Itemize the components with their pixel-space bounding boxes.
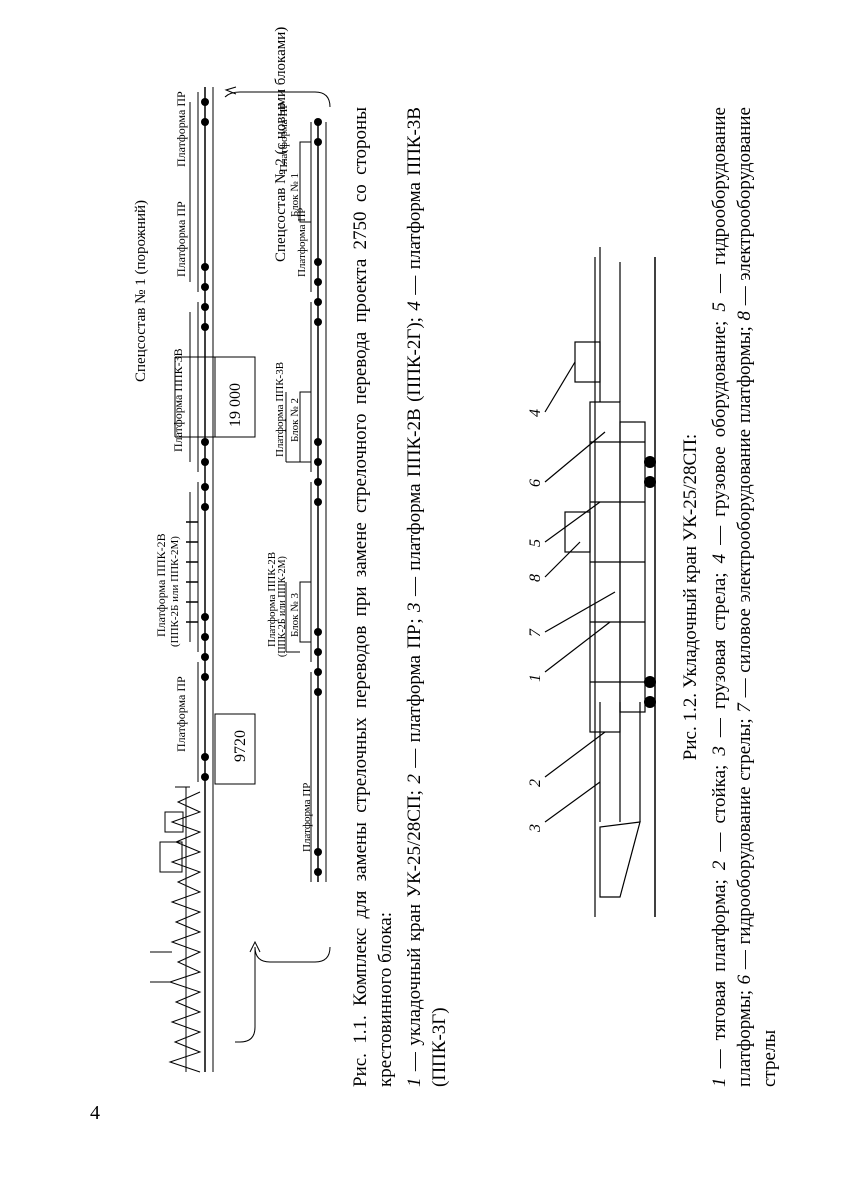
dimension-9720: 9720: [232, 730, 249, 762]
consist2-label: Спецсостав № 2 (с новыми блоками): [273, 27, 289, 262]
consist1-label: Спецсостав № 1 (порожний): [133, 200, 149, 382]
c2-label-block1: Блок № 1: [289, 173, 301, 217]
c2-label-block3: Блок № 3: [289, 593, 301, 638]
callout-1: 1: [527, 674, 544, 682]
legend1-text-1: — укладочный кран УК-25/28СП;: [404, 783, 425, 1078]
legend1-num-1: 1: [404, 1077, 425, 1088]
legend2-num-4: 4: [709, 553, 730, 564]
legend2-num-3: 3: [709, 746, 730, 756]
callout-4: 4: [527, 409, 544, 417]
legend1-num-4: 4: [404, 301, 425, 311]
callout-5: 5: [527, 539, 544, 547]
legend2-text-4: — грузовое оборудование;: [709, 311, 730, 554]
c1-label-ppk3v: Платформа ППК-3В: [171, 348, 185, 452]
figure-1-1-caption: Рис. 1.1. Комплекс для замены стрелочных…: [348, 107, 452, 1087]
legend2-num-8: 8: [734, 310, 755, 321]
c1-label-ppk2v: Платформа ППК-2В: [154, 533, 168, 637]
legend2-num-1: 1: [709, 1077, 730, 1088]
loop-right: [224, 91, 331, 108]
consist1-platforms: [189, 92, 199, 782]
consist1-rail-ribs: [186, 521, 198, 623]
figure-1-2-caption-title: Рис. 1.2. Укладочный кран УК-25/28СП:: [680, 433, 701, 761]
legend2-text-2: — стойка;: [709, 755, 730, 861]
legend2-num-6: 6: [734, 974, 755, 985]
figure-1-2-drawing: [544, 247, 656, 917]
crane-schematic-consist1: [150, 786, 202, 1073]
legend2-text-6: — гидрооборудование стрелы;: [734, 712, 755, 975]
c1-label-pr-right1: Платформа ПР: [174, 201, 188, 277]
callout-7: 7: [527, 628, 544, 637]
c1-label-pr-left: Платформа ПР: [174, 676, 188, 752]
c2-label-pr-right: Платформа ПР: [278, 103, 290, 172]
consist2-platforms: [299, 122, 312, 882]
loop-left: [235, 947, 256, 1043]
legend2-text-3: — грузовая стрела;: [709, 563, 730, 747]
c1-label-pr-right2: Платформа ПР: [174, 91, 188, 167]
c2-label-block2: Блок № 2: [289, 398, 301, 442]
figure-1-2-wheels: [644, 456, 656, 708]
dimension-box-19000: [214, 356, 256, 438]
figure-1-1-caption-title: Рис. 1.1. Комплекс для замены стрелочных…: [350, 107, 396, 1087]
c2-label-ppk3v: Платформа ППК-3В: [274, 362, 286, 457]
legend2-text-1: — тяговая платформа;: [709, 870, 730, 1078]
figure-1-1-legend: 1 — укладочный кран УК-25/28СП; 2 — плат…: [402, 107, 452, 1087]
c2-label-pr-left: Платформа ПР: [301, 783, 313, 852]
callout-8: 8: [527, 574, 544, 582]
callout-2: 2: [527, 779, 544, 787]
legend1-text-3: — платформа ППК-2В (ППК-2Г);: [404, 310, 425, 603]
consist2-wheels: [314, 118, 322, 876]
legend2-num-7: 7: [734, 703, 755, 713]
consist1-wheels: [201, 98, 209, 781]
legend2-num-2: 2: [709, 860, 730, 871]
legend1-num-2: 2: [404, 774, 425, 784]
figure-1-2-caption: Рис. 1.2. Укладочный кран УК-25/28СП: 1 …: [678, 107, 782, 1087]
legend1-text-2: — платформа ПР;: [404, 611, 425, 775]
dimension-box-9720: [214, 713, 256, 785]
legend1-num-3: 3: [404, 602, 425, 612]
figure-1-2-legend: 1 — тяговая платформа; 2 — стойка; 3 — г…: [707, 107, 782, 1087]
legend2-text-7: — силовое электрооборудование платформы;: [734, 320, 755, 704]
callout-3: 3: [527, 824, 544, 833]
legend2-num-5: 5: [709, 302, 730, 312]
c2-label-ppk2v: Платформа ППК-2В: [266, 552, 278, 647]
c2-label-ppk2v-sub: (ППК-2Б или ППК-2М): [277, 556, 288, 657]
callout-6: 6: [527, 479, 544, 487]
c1-label-ppk2v-sub: (ППК-2Б или ППК-2М): [169, 536, 181, 647]
dimension-19000: 19 000: [227, 383, 244, 427]
c2-label-pr-mid: Платформа ПР: [296, 208, 308, 277]
page-number: 4: [90, 1102, 100, 1124]
